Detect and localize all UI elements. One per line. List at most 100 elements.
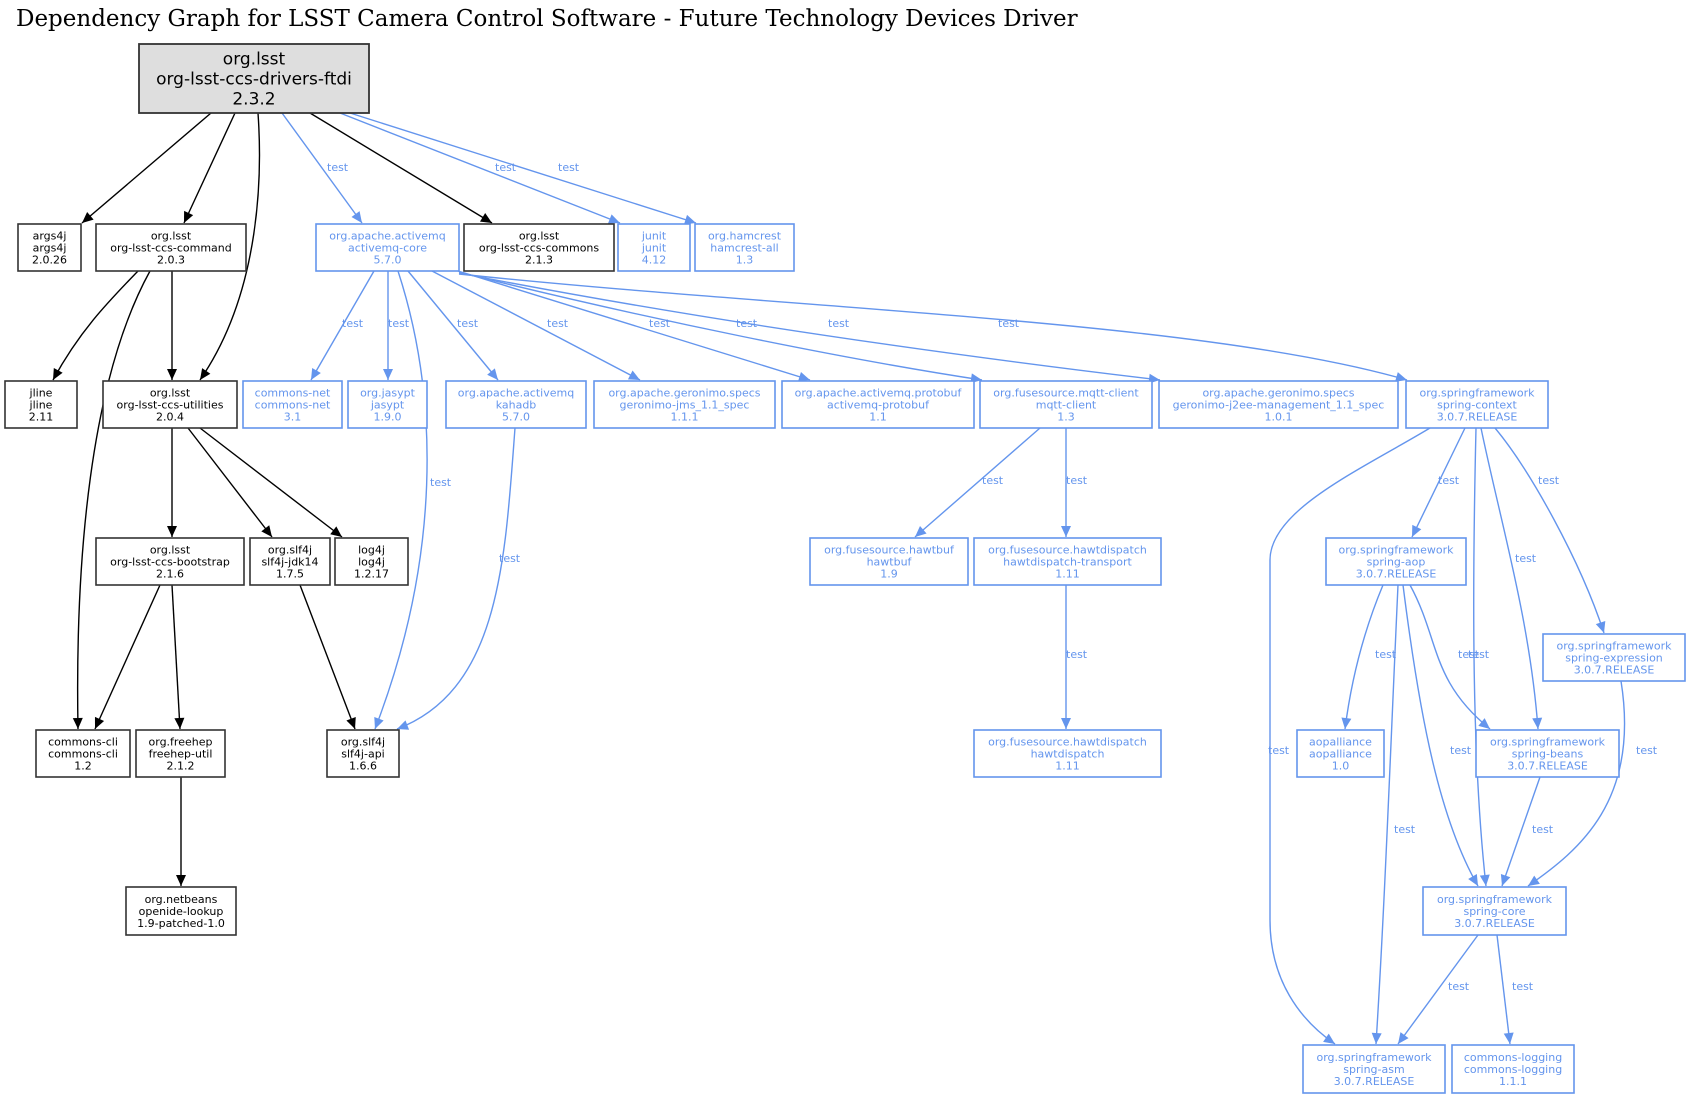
edge-line <box>1344 584 1384 730</box>
node-spring-core[interactable]: org.springframeworkspring-core3.0.7.RELE… <box>1422 886 1567 936</box>
edge-arrowhead <box>346 716 356 729</box>
edge-arrowhead <box>374 716 384 729</box>
node-version: 1.7.5 <box>276 568 304 581</box>
node-box <box>17 223 82 272</box>
node-spring-aop[interactable]: org.springframeworkspring-aop3.0.7.RELEA… <box>1325 537 1467 586</box>
node-geronimo-jms[interactable]: org.apache.geronimo.specsgeronimo-jms_1.… <box>593 380 776 429</box>
edge-label: test <box>1515 552 1537 565</box>
node-version: 3.0.7.RELEASE <box>1437 411 1518 424</box>
node-group: org.springframework <box>1490 736 1606 749</box>
edge-line <box>281 112 363 224</box>
node-spring-beans[interactable]: org.springframeworkspring-beans3.0.7.REL… <box>1475 729 1620 778</box>
node-artifact: commons-cli <box>48 748 118 761</box>
node-spring-context[interactable]: org.springframeworkspring-context3.0.7.R… <box>1405 380 1549 429</box>
node-artifact: org-lsst-ccs-commons <box>479 242 600 255</box>
node-spring-expression[interactable]: org.springframeworkspring-expression3.0.… <box>1542 633 1686 682</box>
node-box <box>1325 537 1467 586</box>
edge-arrowhead <box>1479 874 1490 886</box>
edge-arrowhead <box>176 875 186 886</box>
node-spring-asm[interactable]: org.springframeworkspring-asm3.0.7.RELEA… <box>1302 1044 1446 1094</box>
edge-arrowhead <box>1478 718 1490 729</box>
edge-command-to-utilities <box>167 271 177 380</box>
node-group: org.lsst <box>151 230 192 243</box>
edge-root-to-args4j <box>81 112 212 224</box>
node-hawtdispatch[interactable]: org.fusesource.hawtdispatchhawtdispatch1… <box>973 729 1162 778</box>
node-version: 5.7.0 <box>374 254 402 267</box>
edge-arrowhead <box>479 213 492 223</box>
node-group: org.apache.activemq <box>329 230 445 243</box>
node-group: org.lsst <box>519 230 560 243</box>
node-artifact: mqtt-client <box>1036 399 1097 412</box>
edge-label: test <box>327 161 349 174</box>
edge-arrowhead <box>311 367 321 380</box>
node-box <box>694 223 795 272</box>
edge-line <box>349 112 697 224</box>
edge-line <box>1527 680 1626 887</box>
edge-arrowhead <box>1595 620 1606 633</box>
node-box <box>973 729 1162 778</box>
edge-root-to-utilities <box>199 112 261 381</box>
edge-arrowhead <box>1061 718 1071 729</box>
edge-label: test <box>1468 648 1490 661</box>
edge-spring-aop-to-spring-asm: test <box>1371 584 1416 1045</box>
node-artifact: kahadb <box>496 399 537 412</box>
node-group: org.slf4j <box>341 736 385 749</box>
node-group: org.springframework <box>1437 893 1553 906</box>
edge-arrowhead <box>798 371 810 382</box>
node-version: 3.1 <box>284 411 302 424</box>
edge-mqtt-to-hawtbuf: test <box>914 427 1041 538</box>
edge-line <box>52 270 139 381</box>
node-geronimo-j2ee[interactable]: org.apache.geronimo.specsgeronimo-j2ee-m… <box>1158 380 1399 429</box>
edge-line <box>1402 584 1479 887</box>
node-box <box>125 886 237 936</box>
edge-activemq-core-to-commons-net: test <box>310 270 375 381</box>
edge-spring-aop-to-spring-beans: test <box>1409 584 1491 730</box>
edge-line <box>1473 427 1487 887</box>
node-group: org.lsst <box>223 50 286 70</box>
node-version: 3.0.7.RELEASE <box>1334 1075 1415 1088</box>
edge-line <box>81 112 212 224</box>
node-group: log4j <box>358 544 385 557</box>
edge-label: test <box>342 317 364 330</box>
node-artifact: org-lsst-ccs-utilities <box>117 399 224 412</box>
node-group: org.fusesource.hawtbuf <box>824 544 955 557</box>
edge-line <box>1269 427 1431 1045</box>
node-version: 2.0.3 <box>157 254 185 267</box>
node-artifact: slf4j-api <box>341 748 384 761</box>
edge-arrowhead <box>72 717 83 729</box>
edge-arrowhead <box>1398 1032 1409 1044</box>
edge-label: test <box>1066 648 1088 661</box>
edge-activemq-core-to-jasypt: test <box>383 271 410 380</box>
edge-spring-core-to-spring-asm: test <box>1397 934 1479 1045</box>
node-protobuf[interactable]: org.apache.activemq.protobufactivemq-pro… <box>781 380 975 429</box>
edge-spring-context-to-spring-expression: test <box>1494 427 1606 634</box>
node-artifact: hawtbuf <box>867 556 913 569</box>
edge-arrowhead <box>174 717 185 729</box>
node-openide[interactable]: org.netbeansopenide-lookup1.9-patched-1.… <box>125 886 237 936</box>
node-version: 2.1.6 <box>156 568 184 581</box>
node-hawtdispatch-transport[interactable]: org.fusesource.hawtdispatchhawtdispatch-… <box>973 537 1162 586</box>
